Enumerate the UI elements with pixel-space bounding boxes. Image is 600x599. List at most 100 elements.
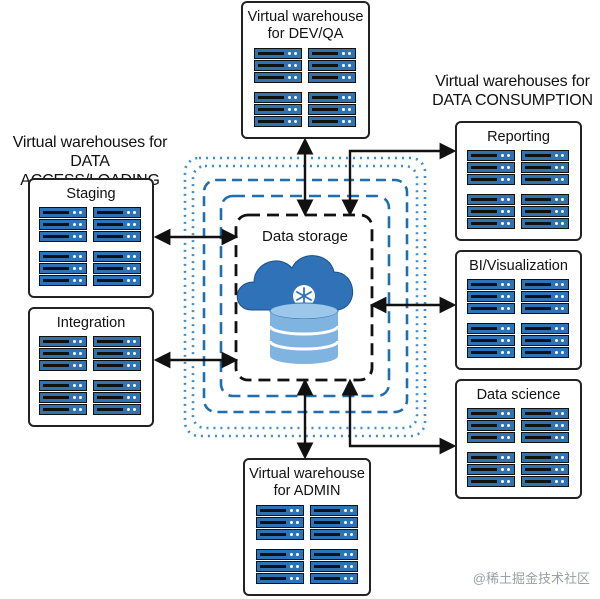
snowflake-database-icon	[236, 255, 354, 364]
server-rack-icon	[467, 408, 569, 487]
server-unit-icon	[310, 529, 358, 540]
server-rack-icon	[256, 505, 358, 584]
server-unit-icon	[256, 529, 304, 540]
server-unit-icon	[39, 207, 87, 218]
warehouse-devqa-title-line2: for DEV/QA	[267, 26, 344, 42]
server-unit-icon	[254, 92, 302, 103]
server-unit-icon	[93, 207, 141, 218]
server-unit-icon	[467, 206, 515, 217]
server-unit-icon	[93, 219, 141, 230]
warehouse-staging[interactable]: Staging	[28, 178, 154, 298]
server-unit-icon	[467, 162, 515, 173]
server-unit-icon	[39, 380, 87, 391]
server-unit-icon	[467, 174, 515, 185]
server-unit-icon	[521, 218, 569, 229]
server-unit-icon	[93, 360, 141, 371]
server-unit-icon	[521, 323, 569, 334]
warehouse-reporting-title: Reporting	[487, 129, 550, 145]
warehouse-integration[interactable]: Integration	[28, 307, 154, 427]
arrow-reporting	[341, 142, 457, 217]
server-unit-icon	[256, 561, 304, 572]
server-rack-icon	[39, 207, 141, 286]
server-unit-icon	[256, 573, 304, 584]
warehouse-devqa[interactable]: Virtual warehouse for DEV/QA	[241, 1, 370, 139]
server-unit-icon	[521, 291, 569, 302]
server-unit-icon	[308, 72, 356, 83]
server-unit-icon	[93, 392, 141, 403]
arrow-datascience	[341, 378, 457, 455]
data-storage-label: Data storage	[262, 228, 348, 245]
server-unit-icon	[467, 420, 515, 431]
server-unit-icon	[310, 517, 358, 528]
server-unit-icon	[310, 573, 358, 584]
server-unit-icon	[254, 104, 302, 115]
server-unit-icon	[39, 231, 87, 242]
server-unit-icon	[467, 303, 515, 314]
server-unit-icon	[467, 279, 515, 290]
warehouse-devqa-title-line1: Virtual warehouse	[247, 9, 364, 25]
consumption-heading-line1: Virtual warehouses for	[435, 73, 590, 90]
server-unit-icon	[308, 60, 356, 71]
server-unit-icon	[93, 380, 141, 391]
warehouse-bi-visualization[interactable]: BI/Visualization	[455, 250, 582, 370]
warehouse-integration-title: Integration	[56, 315, 126, 331]
server-unit-icon	[521, 335, 569, 346]
server-unit-icon	[521, 432, 569, 443]
server-unit-icon	[93, 231, 141, 242]
warehouse-admin[interactable]: Virtual warehouse for ADMIN	[243, 458, 371, 596]
server-unit-icon	[256, 549, 304, 560]
server-unit-icon	[521, 452, 569, 463]
server-unit-icon	[310, 505, 358, 516]
server-unit-icon	[308, 48, 356, 59]
warehouse-admin-title-line2: for ADMIN	[273, 483, 341, 499]
server-unit-icon	[254, 60, 302, 71]
server-unit-icon	[39, 263, 87, 274]
server-unit-icon	[467, 347, 515, 358]
server-unit-icon	[521, 347, 569, 358]
server-unit-icon	[308, 104, 356, 115]
warehouse-reporting[interactable]: Reporting	[455, 121, 582, 241]
server-unit-icon	[39, 251, 87, 262]
server-unit-icon	[93, 348, 141, 359]
server-unit-icon	[521, 279, 569, 290]
server-unit-icon	[39, 219, 87, 230]
server-unit-icon	[254, 48, 302, 59]
server-unit-icon	[310, 561, 358, 572]
server-unit-icon	[467, 150, 515, 161]
server-unit-icon	[521, 303, 569, 314]
consumption-heading: Virtual warehouses for DATA CONSUMPTION	[425, 72, 600, 110]
server-unit-icon	[39, 392, 87, 403]
server-unit-icon	[93, 336, 141, 347]
server-unit-icon	[467, 323, 515, 334]
server-unit-icon	[256, 517, 304, 528]
warehouse-datascience-title: Data science	[476, 387, 561, 403]
server-unit-icon	[93, 404, 141, 415]
server-unit-icon	[93, 251, 141, 262]
server-unit-icon	[93, 263, 141, 274]
server-unit-icon	[256, 505, 304, 516]
server-unit-icon	[521, 206, 569, 217]
server-unit-icon	[467, 335, 515, 346]
warehouse-data-science[interactable]: Data science	[455, 379, 582, 499]
server-unit-icon	[467, 464, 515, 475]
server-unit-icon	[521, 194, 569, 205]
watermark: @稀土掘金技术社区	[472, 571, 590, 586]
server-rack-icon	[254, 48, 356, 127]
server-unit-icon	[39, 360, 87, 371]
server-unit-icon	[467, 408, 515, 419]
loading-heading-line1: Virtual warehouses for	[12, 134, 168, 151]
server-unit-icon	[93, 275, 141, 286]
server-unit-icon	[39, 348, 87, 359]
consumption-heading-line2: DATA CONSUMPTION	[432, 92, 593, 109]
server-unit-icon	[521, 162, 569, 173]
server-unit-icon	[467, 432, 515, 443]
warehouse-bi-title: BI/Visualization	[469, 258, 568, 274]
server-unit-icon	[308, 92, 356, 103]
server-unit-icon	[467, 476, 515, 487]
server-unit-icon	[521, 174, 569, 185]
server-unit-icon	[39, 404, 87, 415]
server-unit-icon	[521, 464, 569, 475]
server-unit-icon	[467, 194, 515, 205]
server-rack-icon	[467, 150, 569, 229]
